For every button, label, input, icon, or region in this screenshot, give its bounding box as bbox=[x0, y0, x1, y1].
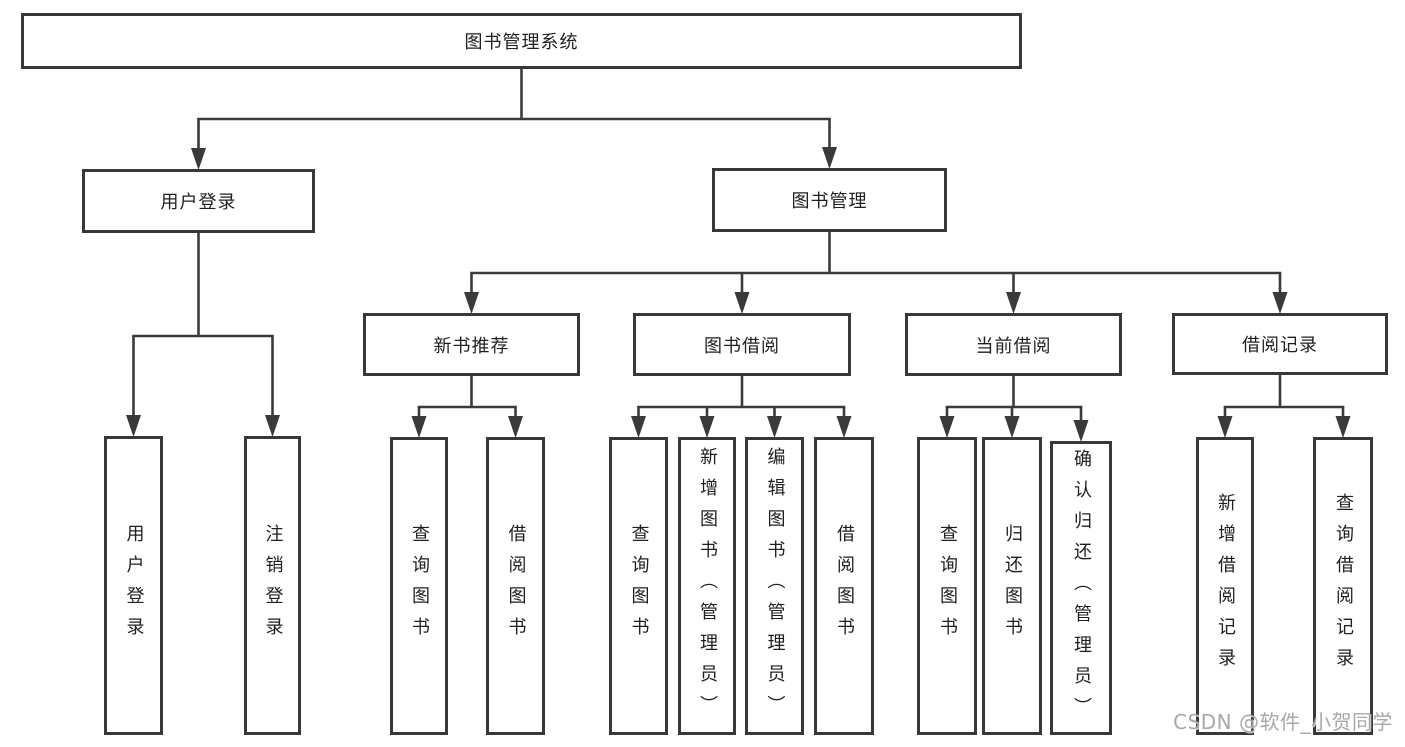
arrowhead-icon bbox=[1073, 420, 1089, 442]
arrowhead-icon bbox=[836, 416, 852, 438]
arrowhead-icon bbox=[411, 416, 427, 438]
node-login: 用户登录 bbox=[104, 436, 163, 735]
node-label-records-add-record: 新增借阅记录 bbox=[1215, 493, 1236, 679]
node-label-current-confirm-return-admin: 确认归还（管理员） bbox=[1071, 448, 1092, 728]
node-label-login: 用户登录 bbox=[123, 523, 145, 648]
arrowhead-icon bbox=[939, 416, 955, 438]
arrowhead-icon bbox=[508, 416, 523, 438]
node-root-system: 图书管理系统 bbox=[21, 13, 1022, 69]
node-current-borrowing: 当前借阅 bbox=[905, 313, 1122, 376]
node-label-book-management: 图书管理 bbox=[791, 191, 868, 212]
node-book-borrowing: 图书借阅 bbox=[633, 313, 851, 376]
node-borrowing-edit-books-admin: 编辑图书（管理员） bbox=[745, 437, 804, 735]
node-current-return-books: 归还图书 bbox=[982, 437, 1042, 735]
node-label-borrowing-query-books: 查询图书 bbox=[628, 524, 650, 648]
node-current-confirm-return-admin: 确认归还（管理员） bbox=[1050, 441, 1112, 735]
node-label-current-return-books: 归还图书 bbox=[1002, 524, 1023, 648]
node-borrowing-query-books: 查询图书 bbox=[609, 437, 668, 735]
node-new-book-recommend: 新书推荐 bbox=[363, 313, 580, 376]
node-label-records-query-record: 查询借阅记录 bbox=[1333, 493, 1354, 679]
arrowhead-icon bbox=[1335, 416, 1351, 438]
node-label-root-system: 图书管理系统 bbox=[464, 32, 579, 53]
node-label-current-query-books: 查询图书 bbox=[937, 524, 958, 648]
node-logout: 注销登录 bbox=[244, 436, 301, 735]
node-book-management: 图书管理 bbox=[712, 168, 947, 232]
arrowhead-icon bbox=[1272, 292, 1288, 314]
arrowhead-icon bbox=[191, 148, 206, 170]
arrowhead-icon bbox=[699, 416, 715, 438]
arrowhead-icon bbox=[126, 415, 141, 437]
arrowhead-icon bbox=[631, 416, 646, 438]
node-label-borrowing-edit-books-admin: 编辑图书（管理员） bbox=[764, 446, 786, 726]
arrowhead-icon bbox=[265, 415, 280, 437]
arrowhead-icon bbox=[822, 147, 837, 169]
arrowhead-icon bbox=[734, 292, 750, 314]
node-records-add-record: 新增借阅记录 bbox=[1196, 437, 1254, 735]
node-label-borrowing-records: 借阅记录 bbox=[1242, 335, 1318, 356]
node-borrowing-records: 借阅记录 bbox=[1172, 313, 1388, 375]
node-records-query-record: 查询借阅记录 bbox=[1313, 437, 1373, 735]
node-label-borrowing-add-books-admin: 新增图书（管理员） bbox=[697, 446, 718, 726]
watermark: CSDN @软件_小贺同学 bbox=[1173, 710, 1393, 734]
node-label-logout: 注销登录 bbox=[262, 523, 284, 648]
node-label-current-borrowing: 当前借阅 bbox=[975, 335, 1052, 357]
arrowhead-icon bbox=[1217, 416, 1233, 438]
node-label-new-book-recommend: 新书推荐 bbox=[433, 335, 510, 357]
arrowhead-icon bbox=[464, 292, 479, 314]
node-recommend-query-books: 查询图书 bbox=[390, 437, 448, 735]
node-label-borrowing-borrow-books: 借阅图书 bbox=[834, 524, 855, 648]
arrowhead-icon bbox=[1006, 292, 1021, 314]
node-label-book-borrowing: 图书借阅 bbox=[704, 335, 780, 357]
node-label-recommend-borrow-books: 借阅图书 bbox=[505, 524, 527, 648]
arrowhead-icon bbox=[767, 416, 782, 438]
node-borrowing-borrow-books: 借阅图书 bbox=[814, 437, 874, 735]
node-current-query-books: 查询图书 bbox=[917, 437, 977, 735]
node-user-login: 用户登录 bbox=[82, 169, 315, 233]
arrowhead-icon bbox=[1004, 416, 1020, 438]
node-label-recommend-query-books: 查询图书 bbox=[409, 524, 430, 648]
node-recommend-borrow-books: 借阅图书 bbox=[486, 437, 545, 735]
node-borrowing-add-books-admin: 新增图书（管理员） bbox=[678, 437, 736, 735]
node-label-user-login: 用户登录 bbox=[160, 192, 237, 213]
